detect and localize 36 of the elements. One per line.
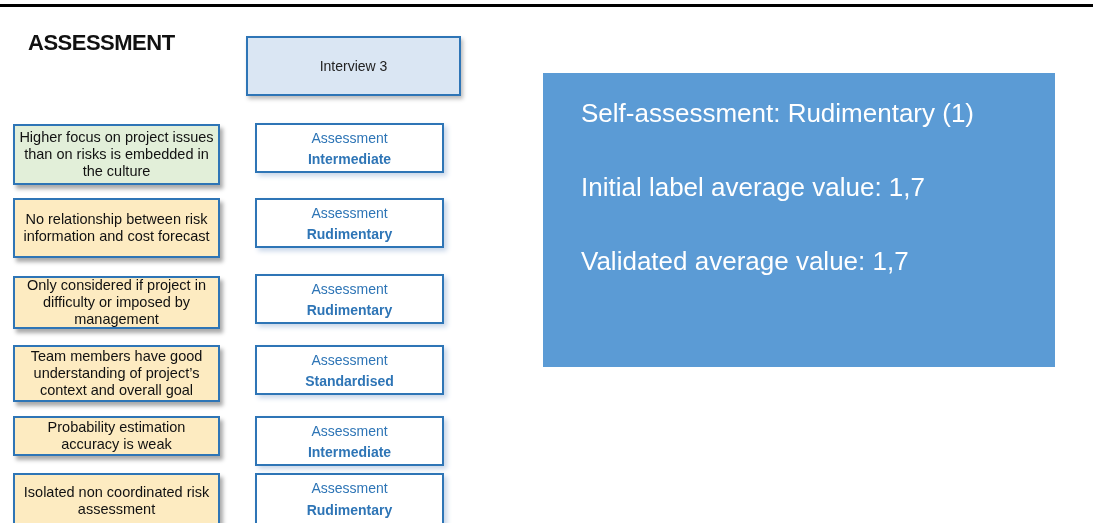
finding-box [13,345,220,402]
summary-text: Initial label average value: 1,7 [581,171,925,203]
assessment-box [255,123,444,173]
interview-box [246,36,461,96]
interview-label: Interview 3 [319,58,388,74]
finding-box [13,416,220,456]
finding-text: Higher focus on project issues than on risks is embedded in the culture [18,129,215,180]
assessment-label: Assessment [311,422,388,439]
assessment-box [255,274,444,324]
finding-box [13,276,220,329]
finding-text: Probability estimation accuracy is weak [46,419,187,453]
assessment-level: Intermediate [307,443,392,460]
assessment-box [255,416,444,466]
summary-text: Self-assessment: Rudimentary (1) [581,97,975,129]
assessment-label: Assessment [311,280,388,297]
assessment-box [255,345,444,395]
assessment-level: Rudimentary [306,225,393,242]
finding-text: Only considered if project in difficulty or imposed by management [26,277,207,328]
finding-box [13,198,220,258]
finding-box [13,473,220,523]
summary-text: Validated average value: 1,7 [581,245,909,277]
assessment-label: Assessment [311,351,388,368]
assessment-level: Rudimentary [306,502,393,518]
finding-text: Isolated non coordinated risk assessment [22,484,211,518]
assessment-box [255,473,444,523]
assessment-label: Assessment [311,204,388,221]
assessment-level: Standardised [305,372,394,389]
assessment-level: Intermediate [307,150,392,167]
assessment-label: Assessment [311,480,388,496]
summary-panel [543,73,1055,367]
assessment-level: Rudimentary [306,301,393,318]
finding-text: Team members have good understanding of project’s context and overall goal [29,348,204,399]
assessment-label: Assessment [311,129,388,146]
assessment-box [255,198,444,248]
page-title: ASSESSMENT [28,30,175,56]
finding-text: No relationship between risk information and cost forecast [22,211,211,245]
